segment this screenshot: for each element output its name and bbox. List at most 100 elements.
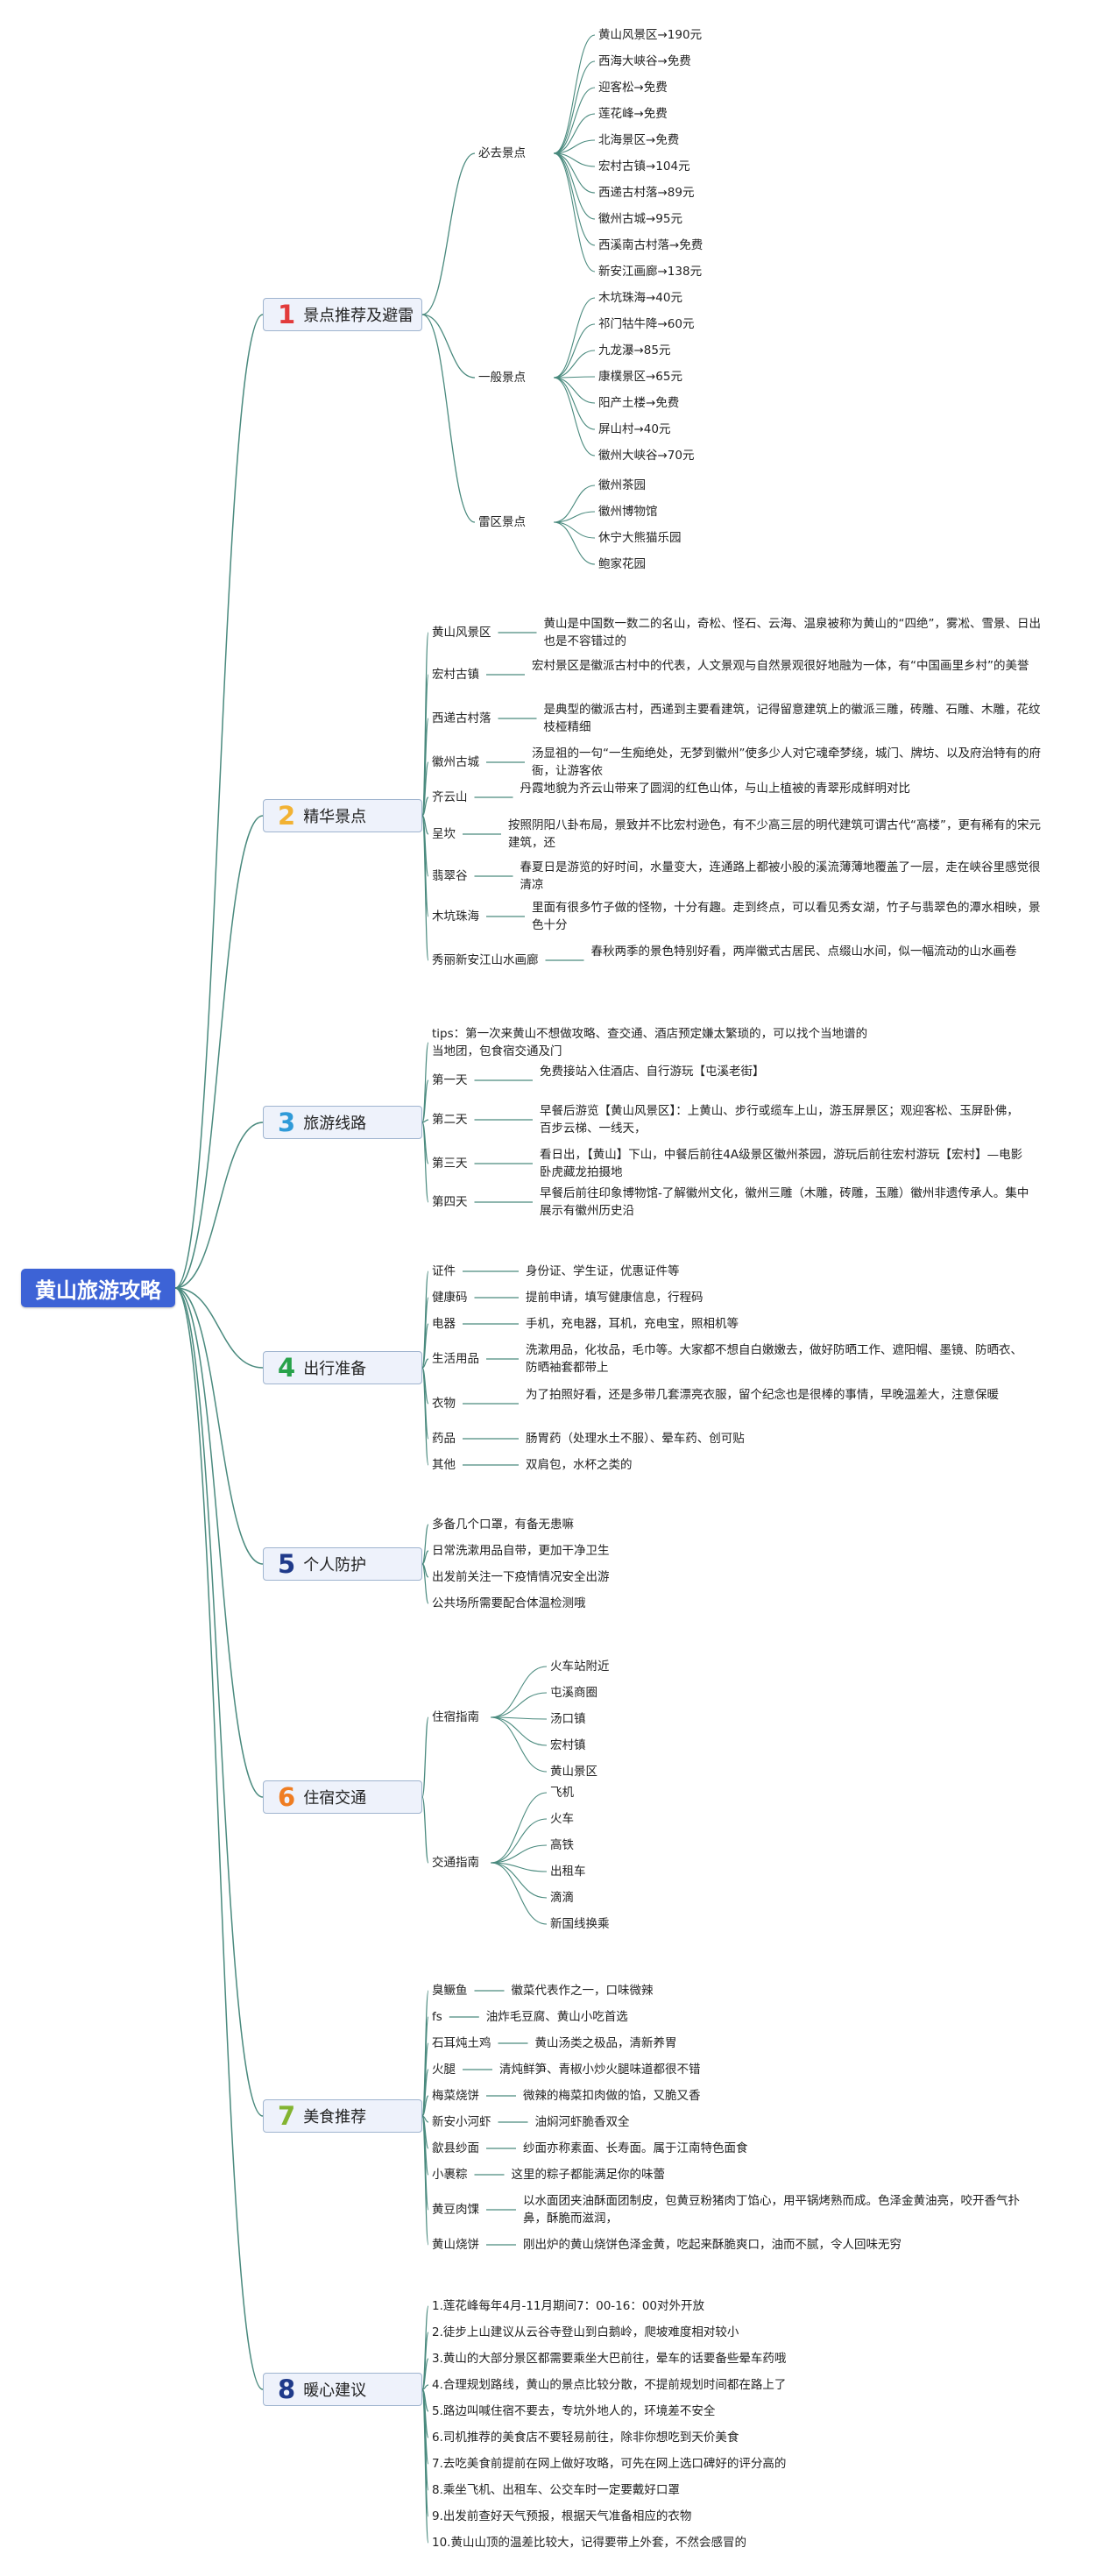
row-description[interactable]: 徽菜代表作之一，口味微辣 bbox=[511, 1984, 654, 1998]
row-label[interactable]: 药品 bbox=[432, 1432, 456, 1446]
leaf-item[interactable]: 滴滴 bbox=[550, 1891, 574, 1905]
leaf-item[interactable]: 西海大峡谷→免费 bbox=[598, 54, 691, 68]
row-label[interactable]: fs bbox=[432, 2010, 442, 2024]
leaf-item[interactable]: 九龙瀑→85元 bbox=[598, 343, 671, 357]
row-description[interactable]: 汤显祖的一句“一生痴绝处，无梦到徽州”使多少人对它魂牵梦绕，城门、牌坊、以及府治… bbox=[532, 747, 1041, 778]
leaf-item[interactable]: 阳产土楼→免费 bbox=[598, 396, 680, 410]
leaf-item[interactable]: 新安江画廊→138元 bbox=[598, 265, 703, 279]
day-label[interactable]: 第二天 bbox=[432, 1113, 468, 1127]
advice-item[interactable]: 3.黄山的大部分景区都需要乘坐大巴前往，晕车的话要备些晕车药哦 bbox=[432, 2352, 787, 2366]
leaf-item[interactable]: 宏村古镇→104元 bbox=[598, 159, 690, 173]
advice-item[interactable]: 10.黄山山顶的温差比较大，记得要带上外套，不然会感冒的 bbox=[432, 2536, 746, 2550]
leaf-item[interactable]: 徽州博物馆 bbox=[598, 505, 658, 519]
row-label[interactable]: 歙县纱面 bbox=[432, 2141, 479, 2155]
leaf-item[interactable]: 徽州茶园 bbox=[598, 478, 646, 492]
group-label[interactable]: 交通指南 bbox=[432, 1856, 479, 1870]
leaf-item[interactable]: 休宁大熊猫乐园 bbox=[598, 531, 682, 545]
row-description[interactable]: 按照阴阳八卦布局，景致并不比宏村逊色，有不少高三层的明代建筑可谓古代“高楼”，更… bbox=[508, 818, 1041, 850]
row-description[interactable]: 双肩包，水杯之类的 bbox=[526, 1458, 633, 1472]
advice-item[interactable]: 2.徒步上山建议从云谷寺登山到白鹅岭，爬坡难度相对较小 bbox=[432, 2325, 739, 2339]
advice-item[interactable]: 6.司机推荐的美食店不要轻易前往，除非你想吃到天价美食 bbox=[432, 2431, 739, 2445]
day-description[interactable]: 早餐后前往印象博物馆-了解徽州文化，徽州三雕（木雕，砖雕，玉雕）徽州非遗传承人。… bbox=[540, 1186, 1029, 1218]
list-item[interactable]: 公共场所需要配合体温检测哦 bbox=[432, 1596, 586, 1610]
leaf-item[interactable]: 北海景区→免费 bbox=[598, 133, 680, 147]
advice-item[interactable]: 1.莲花峰每年4月-11月期间7：00-16：00对外开放 bbox=[432, 2299, 705, 2313]
list-item[interactable]: 日常洗漱用品自带，更加干净卫生 bbox=[432, 1544, 610, 1558]
advice-item[interactable]: 5.路边叫喊住宿不要去，专坑外地人的，环境差不安全 bbox=[432, 2404, 716, 2418]
row-label[interactable]: 徽州古城 bbox=[432, 755, 479, 769]
row-label[interactable]: 生活用品 bbox=[432, 1352, 479, 1366]
row-description[interactable]: 是典型的徽派古村，西递到主要看建筑，记得留意建筑上的徽派三雕，砖雕、石雕、木雕，… bbox=[543, 703, 1041, 734]
row-description[interactable]: 黄山是中国数一数二的名山，奇松、怪石、云海、温泉被称为黄山的“四绝”，雾凇、雪景… bbox=[543, 617, 1042, 648]
row-description[interactable]: 里面有很多竹子做的怪物，十分有趣。走到终点，可以看见秀女湖，竹子与翡翠色的潭水相… bbox=[532, 901, 1041, 932]
row-description[interactable]: 洗漱用品，化妆品，毛巾等。大家都不想自白嫩嫩去，做好防晒工作、遮阳帽、墨镜、防晒… bbox=[526, 1343, 1022, 1375]
leaf-item[interactable]: 鲍家花园 bbox=[598, 557, 646, 571]
row-label[interactable]: 呈坎 bbox=[432, 827, 456, 841]
leaf-item[interactable]: 康樸景区→65元 bbox=[598, 370, 682, 384]
leaf-item[interactable]: 屯溪商圈 bbox=[550, 1686, 597, 1700]
day-label[interactable]: 第四天 bbox=[432, 1195, 468, 1209]
leaf-item[interactable]: 西溪南古村落→免费 bbox=[598, 238, 704, 252]
leaf-item[interactable]: 祁门牯牛降→60元 bbox=[598, 317, 695, 331]
row-label[interactable]: 衣物 bbox=[432, 1397, 456, 1411]
row-label[interactable]: 木坑珠海 bbox=[432, 909, 479, 924]
leaf-item[interactable]: 徽州大峡谷→70元 bbox=[598, 449, 695, 463]
group-label[interactable]: 必去景点 bbox=[478, 146, 526, 160]
row-description[interactable]: 宏村景区是徽派古村中的代表，人文景观与自然景观很好地融为一体，有“中国画里乡村”… bbox=[532, 659, 1029, 673]
advice-item[interactable]: 9.出发前查好天气预报，根据天气准备相应的衣物 bbox=[432, 2509, 692, 2523]
row-label[interactable]: 翡翠谷 bbox=[432, 869, 468, 883]
leaf-item[interactable]: 汤口镇 bbox=[550, 1712, 586, 1726]
list-item[interactable]: 多备几个口罩，有备无患嘛 bbox=[432, 1518, 574, 1532]
row-description[interactable]: 油焖河虾脆香双全 bbox=[534, 2115, 630, 2129]
row-description[interactable]: 肠胃药（处理水土不服）、晕车药、创可贴 bbox=[526, 1432, 745, 1446]
row-description[interactable]: 手机，充电器，耳机，充电宝，照相机等 bbox=[526, 1317, 739, 1331]
leaf-item[interactable]: 黄山风景区→190元 bbox=[598, 28, 703, 42]
row-label[interactable]: 黄豆肉馃 bbox=[432, 2203, 479, 2217]
row-description[interactable]: 提前申请，填写健康信息，行程码 bbox=[526, 1291, 704, 1305]
day-label[interactable]: 第三天 bbox=[432, 1157, 468, 1171]
advice-item[interactable]: 4.合理规划路线，黄山的景点比较分散，不提前规划时间都在路上了 bbox=[432, 2378, 787, 2392]
row-description[interactable]: 春秋两季的景色特别好看，两岸徽式古居民、点缀山水间，似一幅流动的山水画卷 bbox=[590, 945, 1017, 959]
list-item[interactable]: 出发前关注一下疫情情况安全出游 bbox=[432, 1570, 610, 1584]
leaf-item[interactable]: 高铁 bbox=[550, 1838, 574, 1852]
row-label[interactable]: 证件 bbox=[432, 1264, 456, 1278]
leaf-item[interactable]: 莲花峰→免费 bbox=[598, 107, 668, 121]
row-label[interactable]: 黄山烧饼 bbox=[432, 2238, 479, 2252]
mindmap-root[interactable]: 黄山旅游攻略 bbox=[21, 1269, 175, 1307]
row-label[interactable]: 其他 bbox=[432, 1458, 456, 1472]
row-label[interactable]: 健康码 bbox=[432, 1291, 468, 1305]
row-label[interactable]: 齐云山 bbox=[432, 790, 468, 804]
row-description[interactable]: 清炖鲜笋、青椒小炒火腿味道都很不错 bbox=[499, 2063, 701, 2077]
tips-text[interactable]: tips：第一次来黄山不想做攻略、查交通、酒店预定嫌太繁琐的，可以找个当地谱的当… bbox=[432, 1027, 868, 1058]
row-description[interactable]: 这里的粽子都能满足你的味蕾 bbox=[511, 2168, 666, 2182]
leaf-item[interactable]: 徽州古城→95元 bbox=[598, 212, 682, 226]
day-label[interactable]: 第一天 bbox=[432, 1073, 468, 1087]
row-label[interactable]: 火腿 bbox=[432, 2063, 456, 2077]
advice-item[interactable]: 8.乘坐飞机、出租车、公交车时一定要戴好口罩 bbox=[432, 2483, 680, 2497]
leaf-item[interactable]: 迎客松→免费 bbox=[598, 81, 668, 95]
day-description[interactable]: 看日出，【黄山】下山，中餐后前往4A级景区徽州茶园，游玩后前往宏村游玩【宏村】—… bbox=[540, 1148, 1023, 1179]
day-description[interactable]: 免费接站入住酒店、自行游玩【屯溪老街】 bbox=[540, 1065, 765, 1079]
row-label[interactable]: 梅菜烧饼 bbox=[432, 2089, 479, 2103]
row-description[interactable]: 春夏日是游览的好时间，水量变大，连通路上都被小股的溪流薄薄地覆盖了一层，走在峡谷… bbox=[520, 860, 1041, 892]
row-description[interactable]: 纱面亦称素面、长寿面。属于江南特色面食 bbox=[523, 2141, 748, 2155]
leaf-item[interactable]: 飞机 bbox=[550, 1786, 574, 1800]
row-label[interactable]: 黄山风景区 bbox=[432, 626, 491, 640]
row-description[interactable]: 为了拍照好看，还是多带几套漂亮衣服，留个纪念也是很棒的事情，早晚温差大，注意保暖 bbox=[526, 1388, 999, 1402]
leaf-item[interactable]: 屏山村→40元 bbox=[598, 422, 671, 436]
row-label[interactable]: 秀丽新安江山水画廊 bbox=[432, 953, 539, 967]
row-description[interactable]: 微辣的梅菜扣肉做的馅，又脆又香 bbox=[523, 2089, 701, 2103]
row-description[interactable]: 丹霞地貌为齐云山带来了圆润的红色山体，与山上植被的青翠形成鲜明对比 bbox=[520, 782, 911, 796]
row-description[interactable]: 刚出炉的黄山烧饼色泽金黄，吃起来酥脆爽口，油而不腻，令人回味无穷 bbox=[523, 2238, 901, 2252]
row-label[interactable]: 电器 bbox=[432, 1317, 456, 1331]
row-label[interactable]: 臭鳜鱼 bbox=[432, 1984, 468, 1998]
row-description[interactable]: 黄山汤类之极品，清新养胃 bbox=[534, 2036, 677, 2050]
row-description[interactable]: 油炸毛豆腐、黄山小吃首选 bbox=[485, 2010, 628, 2024]
